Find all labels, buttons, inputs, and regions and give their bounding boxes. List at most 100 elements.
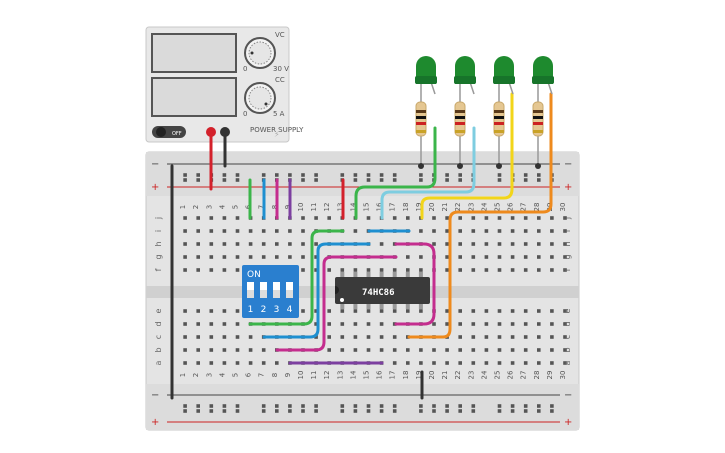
breadboard-hole[interactable] [392, 268, 397, 272]
rail-hole[interactable] [301, 409, 305, 413]
rail-hole[interactable] [419, 173, 423, 177]
breadboard-hole[interactable] [523, 255, 528, 259]
breadboard-hole[interactable] [183, 255, 187, 259]
breadboard-hole[interactable] [222, 361, 227, 365]
breadboard-hole[interactable] [497, 268, 502, 272]
breadboard-hole[interactable] [523, 229, 528, 233]
breadboard-hole[interactable] [261, 229, 266, 233]
breadboard-hole[interactable] [183, 348, 187, 352]
breadboard-hole[interactable] [379, 322, 384, 326]
breadboard-hole[interactable] [419, 348, 423, 352]
breadboard-hole[interactable] [183, 242, 187, 246]
breadboard-hole[interactable] [484, 348, 489, 352]
breadboard-hole[interactable] [301, 255, 305, 259]
rail-hole[interactable] [392, 404, 397, 408]
breadboard-hole[interactable] [497, 322, 502, 326]
rail-hole[interactable] [523, 404, 528, 408]
breadboard-hole[interactable] [288, 229, 292, 233]
breadboard-hole[interactable] [209, 309, 214, 313]
breadboard-hole[interactable] [419, 229, 423, 233]
breadboard-hole[interactable] [235, 322, 240, 326]
breadboard-hole[interactable] [458, 335, 462, 339]
breadboard-hole[interactable] [183, 309, 187, 313]
breadboard-hole[interactable] [471, 229, 476, 233]
breadboard-hole[interactable] [458, 348, 462, 352]
breadboard-hole[interactable] [353, 348, 358, 352]
breadboard-hole[interactable] [209, 268, 214, 272]
breadboard-hole[interactable] [523, 335, 528, 339]
resistor-1[interactable] [415, 100, 427, 169]
breadboard-hole[interactable] [406, 361, 410, 365]
breadboard-hole[interactable] [209, 242, 214, 246]
breadboard-hole[interactable] [222, 255, 227, 259]
rail-hole[interactable] [196, 404, 200, 408]
breadboard-hole[interactable] [537, 335, 541, 339]
breadboard-hole[interactable] [288, 242, 292, 246]
breadboard-hole[interactable] [235, 216, 240, 220]
breadboard-hole[interactable] [235, 335, 240, 339]
breadboard-hole[interactable] [314, 242, 318, 246]
breadboard-hole[interactable] [183, 322, 187, 326]
rail-hole[interactable] [497, 178, 502, 182]
breadboard-hole[interactable] [196, 348, 200, 352]
breadboard-hole[interactable] [235, 229, 240, 233]
breadboard-hole[interactable] [366, 268, 371, 272]
rail-hole[interactable] [550, 409, 554, 413]
breadboard-hole[interactable] [458, 268, 462, 272]
breadboard-hole[interactable] [537, 322, 541, 326]
breadboard-hole[interactable] [550, 361, 554, 365]
rail-hole[interactable] [392, 409, 397, 413]
breadboard-hole[interactable] [275, 242, 279, 246]
breadboard-hole[interactable] [327, 309, 331, 313]
input-wire-blue[interactable] [262, 242, 371, 339]
rail-hole[interactable] [379, 409, 384, 413]
rail-hole[interactable] [209, 404, 214, 408]
breadboard-hole[interactable] [510, 229, 515, 233]
breadboard-hole[interactable] [301, 309, 305, 313]
breadboard-hole[interactable] [222, 216, 227, 220]
breadboard-hole[interactable] [366, 309, 371, 313]
breadboard-hole[interactable] [261, 255, 266, 259]
breadboard-hole[interactable] [458, 361, 462, 365]
rail-hole[interactable] [353, 409, 358, 413]
breadboard-hole[interactable] [563, 309, 567, 313]
rail-hole[interactable] [537, 173, 541, 177]
breadboard-hole[interactable] [537, 309, 541, 313]
breadboard-hole[interactable] [484, 242, 489, 246]
rail-hole[interactable] [222, 409, 227, 413]
breadboard-hole[interactable] [379, 309, 384, 313]
rail-hole[interactable] [196, 178, 200, 182]
breadboard-hole[interactable] [327, 348, 331, 352]
breadboard-hole[interactable] [379, 348, 384, 352]
rail-hole[interactable] [550, 404, 554, 408]
resistor-4[interactable] [532, 100, 544, 169]
breadboard-hole[interactable] [366, 216, 371, 220]
breadboard-hole[interactable] [275, 229, 279, 233]
breadboard-hole[interactable] [340, 322, 345, 326]
rail-hole[interactable] [379, 178, 384, 182]
breadboard-hole[interactable] [471, 335, 476, 339]
breadboard-hole[interactable] [353, 335, 358, 339]
breadboard-hole[interactable] [222, 229, 227, 233]
breadboard-hole[interactable] [196, 255, 200, 259]
breadboard-hole[interactable] [471, 242, 476, 246]
input-wire-magenta[interactable] [275, 255, 398, 352]
led-1[interactable] [415, 56, 437, 100]
breadboard-hole[interactable] [497, 335, 502, 339]
rail-hole[interactable] [353, 404, 358, 408]
rail-hole[interactable] [301, 178, 305, 182]
breadboard-hole[interactable] [484, 268, 489, 272]
breadboard-hole[interactable] [510, 309, 515, 313]
rail-hole[interactable] [458, 173, 462, 177]
breadboard-hole[interactable] [327, 322, 331, 326]
rail-hole[interactable] [523, 178, 528, 182]
breadboard-hole[interactable] [537, 348, 541, 352]
rail-hole[interactable] [445, 173, 449, 177]
breadboard-hole[interactable] [445, 229, 449, 233]
breadboard-hole[interactable] [510, 242, 515, 246]
breadboard-hole[interactable] [445, 268, 449, 272]
rail-hole[interactable] [471, 404, 476, 408]
rail-hole[interactable] [314, 173, 318, 177]
rail-hole[interactable] [445, 178, 449, 182]
rail-hole[interactable] [288, 409, 292, 413]
